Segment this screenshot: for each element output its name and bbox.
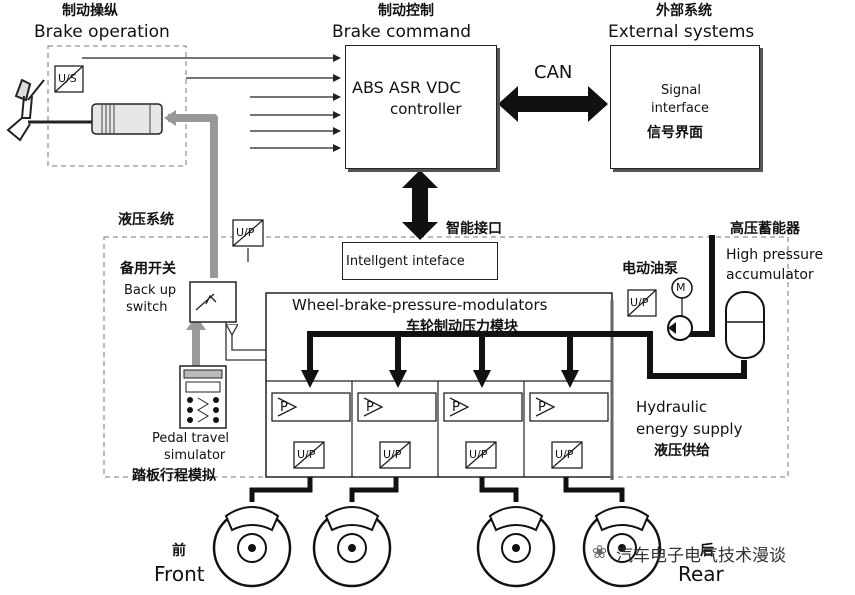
backup-switch-icon xyxy=(189,281,237,323)
modulators-cn: 车轮制动压力模块 xyxy=(406,319,518,335)
modulator-3-up: U/P xyxy=(469,448,488,461)
accumulator-line2: accumulator xyxy=(726,267,814,283)
hydraulic-region xyxy=(103,236,789,478)
brake-pedal xyxy=(6,78,45,142)
interface-double-arrow xyxy=(402,170,438,240)
backup-switch-line2: switch xyxy=(126,300,168,315)
signal-line1: Signal xyxy=(661,83,701,98)
master-cylinder xyxy=(28,103,163,135)
energy-line2: energy supply xyxy=(636,420,743,438)
external-systems-title-cn: 外部系统 xyxy=(656,3,712,19)
modulator-2-p: P xyxy=(366,400,374,415)
backup-switch-line1: Back up xyxy=(124,283,177,298)
modulator-3-p: P xyxy=(452,400,460,415)
energy-cn: 液压供给 xyxy=(654,443,710,459)
smart-interface-cn: 智能接口 xyxy=(446,221,502,237)
wheel-feed-lines xyxy=(249,477,625,502)
brake-operation-region xyxy=(47,45,187,167)
motor-symbol: M xyxy=(676,281,686,294)
modulator-icons xyxy=(54,65,657,469)
external-systems-title: External systems xyxy=(608,22,755,42)
pump-cn: 电动油泵 xyxy=(622,261,678,277)
backup-up-label: U/P xyxy=(236,226,255,239)
wheel-brake-3 xyxy=(476,506,556,588)
intelligent-interface-label: Intellgent inteface xyxy=(346,254,465,269)
pedal-simulator-icon xyxy=(179,365,227,429)
rear-cn: 后 xyxy=(700,543,714,559)
controller-box: ABS ASR VDC controller xyxy=(345,45,497,169)
brake-command-title: Brake command xyxy=(332,22,472,42)
backup-switch-cn: 备用开关 xyxy=(120,261,176,277)
pedal-us-label: U/S xyxy=(58,72,77,85)
can-label: CAN xyxy=(534,62,573,83)
controller-line2: controller xyxy=(390,100,462,118)
wheels xyxy=(212,506,662,588)
brake-operation-title-cn: 制动操纵 xyxy=(62,3,118,19)
pedal-sim-line1: Pedal travel xyxy=(152,431,230,446)
hydraulic-arrow-to-cylinder xyxy=(164,110,176,126)
wheel-brake-2 xyxy=(312,506,392,588)
pump-up-label: U/P xyxy=(630,296,649,309)
modulator-4-up: U/P xyxy=(555,448,574,461)
wheel-brake-4 xyxy=(582,506,662,588)
modulator-1-p: P xyxy=(280,400,288,415)
watermark-text: 汽车电子电气技术漫谈 xyxy=(616,546,786,566)
signal-interface-box: Signal interface 信号界面 xyxy=(610,45,760,169)
signal-interface-cn: 信号界面 xyxy=(647,125,703,141)
rear-label: Rear xyxy=(678,562,724,586)
wheel-brake-1 xyxy=(212,506,292,588)
hydraulic-arrow-to-switch xyxy=(186,316,206,330)
modulator-2-up: U/P xyxy=(383,448,402,461)
modulators-label: Wheel-brake-pressure-modulators xyxy=(292,296,548,314)
can-bus-arrow xyxy=(498,86,608,122)
accumulator-cn: 高压蓄能器 xyxy=(730,221,800,237)
pedal-sim-cn: 踏板行程模拟 xyxy=(132,468,216,484)
intelligent-interface-box: Intellgent inteface xyxy=(342,242,498,280)
signal-line2: interface xyxy=(651,101,709,116)
front-cn: 前 xyxy=(172,543,186,559)
brake-operation-title: Brake operation xyxy=(34,22,170,42)
modulator-1-up: U/P xyxy=(297,448,316,461)
energy-line1: Hydraulic xyxy=(636,398,708,416)
modulator-4-p: P xyxy=(538,400,546,415)
controller-line1: ABS ASR VDC xyxy=(352,78,461,97)
brake-command-title-cn: 制动控制 xyxy=(378,3,434,19)
accumulator-icon xyxy=(725,291,765,359)
pedal-sim-line2: simulator xyxy=(164,448,226,463)
hydraulic-system-cn: 液压系统 xyxy=(118,212,174,228)
front-label: Front xyxy=(154,562,205,586)
accumulator-line1: High pressure xyxy=(726,247,824,263)
hydraulic-line-master xyxy=(168,114,218,278)
pressure-main-line xyxy=(307,331,747,382)
watermark-icon: ❀ xyxy=(592,542,608,563)
